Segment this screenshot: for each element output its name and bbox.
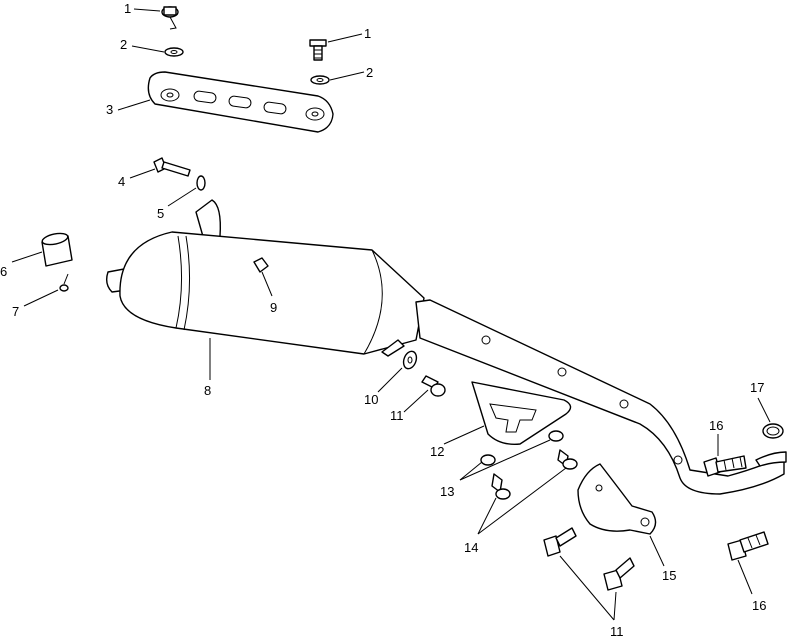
callout-12: 12 bbox=[430, 444, 444, 459]
callout-11-lower: 11 bbox=[610, 624, 624, 639]
callout-17: 17 bbox=[750, 380, 764, 395]
part-5-washer bbox=[196, 175, 206, 191]
callout-8: 8 bbox=[204, 383, 211, 398]
part-2-washer-right bbox=[310, 75, 330, 85]
part-1-bolt-top bbox=[161, 6, 179, 30]
part-4-long-bolt bbox=[153, 157, 191, 177]
part-11-bolt-upper bbox=[421, 375, 446, 397]
callout-14: 14 bbox=[464, 540, 478, 555]
head-pipe bbox=[415, 299, 787, 495]
part-16-bolt-upper bbox=[703, 455, 747, 477]
callout-16-lower: 16 bbox=[752, 598, 766, 613]
part-14-bolts bbox=[491, 449, 578, 500]
leader-lines bbox=[11, 8, 771, 621]
part-13-washers bbox=[480, 430, 564, 466]
callout-3: 3 bbox=[106, 102, 113, 117]
part-6-end-cap bbox=[41, 232, 73, 267]
part-2-washer-left bbox=[164, 47, 184, 57]
callout-4: 4 bbox=[118, 174, 125, 189]
part-8-muffler bbox=[105, 199, 425, 357]
part-15-bracket bbox=[577, 463, 657, 535]
callout-6: 6 bbox=[0, 264, 7, 279]
callout-1-right: 1 bbox=[364, 26, 371, 41]
callout-1-top-left: 1 bbox=[124, 1, 131, 16]
part-10-washer bbox=[402, 350, 418, 370]
callout-5: 5 bbox=[157, 206, 164, 221]
part-9-nut bbox=[253, 257, 269, 273]
callout-labels: 1 2 1 2 3 4 5 6 7 8 9 10 11 12 13 14 15 … bbox=[0, 1, 766, 639]
callout-16-upper: 16 bbox=[709, 418, 723, 433]
part-12-heat-shield bbox=[471, 381, 572, 445]
part-3-slotted-bracket bbox=[147, 71, 334, 133]
callout-15: 15 bbox=[662, 568, 676, 583]
callout-9: 9 bbox=[270, 300, 277, 315]
part-7-screw bbox=[59, 273, 69, 292]
part-11-bolts-lower bbox=[543, 527, 635, 591]
callout-2-left: 2 bbox=[120, 37, 127, 52]
part-16-bolt-lower bbox=[727, 531, 769, 561]
callout-10: 10 bbox=[364, 392, 378, 407]
callout-13: 13 bbox=[440, 484, 454, 499]
callout-2-right: 2 bbox=[366, 65, 373, 80]
callout-7: 7 bbox=[12, 304, 19, 319]
callout-11-upper: 11 bbox=[390, 408, 404, 423]
part-17-gasket bbox=[762, 423, 784, 439]
part-1-bolt-right bbox=[309, 39, 327, 61]
